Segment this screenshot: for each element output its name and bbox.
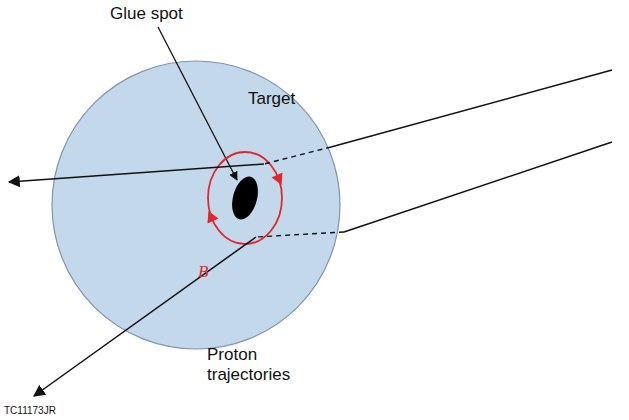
callout-label: Proton trajectories — [207, 345, 319, 384]
leader-line — [158, 27, 237, 180]
proton-trajectory-hidden — [256, 232, 344, 237]
field-arrowhead — [203, 208, 219, 223]
glue-spot — [228, 174, 263, 223]
field-label: B — [198, 262, 208, 282]
field-arrowhead — [272, 172, 288, 187]
node-label: Target — [248, 89, 295, 109]
target-disk: Target — [51, 60, 341, 350]
node-outline — [51, 60, 341, 350]
proton-trajectory — [344, 142, 612, 232]
proton-trajectory — [331, 70, 612, 147]
callout-label: Glue spot — [110, 4, 183, 24]
target-outline — [52, 61, 340, 349]
proton-trajectory-hidden — [264, 147, 331, 164]
proton-trajectory — [9, 164, 264, 182]
figure-id: TC11173JR — [4, 405, 56, 417]
